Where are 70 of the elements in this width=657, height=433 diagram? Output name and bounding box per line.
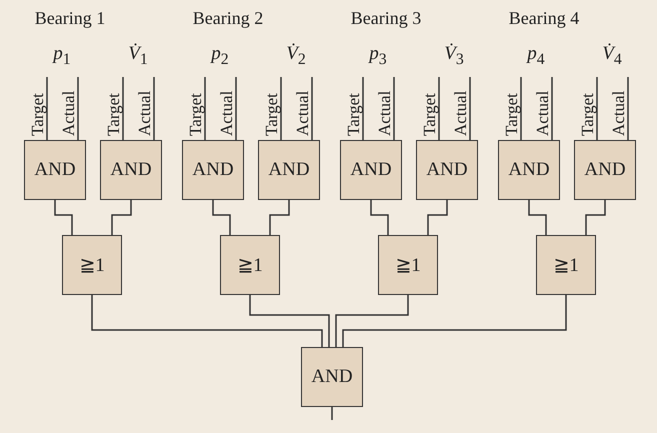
connector-line [520,77,522,140]
connector-line [627,77,629,140]
and-gate: AND [24,140,86,200]
and-gate: AND [100,140,162,200]
connector-line [331,407,333,420]
connector-line [335,295,409,347]
input-label: Actual [377,80,393,136]
connector-line [438,77,440,140]
connector-line [393,77,395,140]
signal-label: V̇$_{2}$ [286,43,306,69]
input-label: Actual [611,80,627,136]
signal-label: p$_{1}$ [53,43,71,69]
bearing-label: Bearing 3 [350,8,422,29]
bearing-label: Bearing 1 [34,8,106,29]
and-gate: AND [416,140,478,200]
input-label: Actual [61,80,77,136]
connector-line [596,77,598,140]
connector-line [91,295,323,347]
input-label: Target [580,80,596,136]
signal-label: V̇$_{3}$ [444,43,464,69]
connector-line [269,200,290,235]
connector-line [342,295,567,347]
bearing-label: Bearing 2 [192,8,264,29]
signal-label: p$_{2}$ [211,43,229,69]
connector-line [77,77,79,140]
connector-line [111,200,132,235]
input-label: Target [422,80,438,136]
connector-line [528,200,547,235]
connector-line [204,77,206,140]
signal-label: p$_{3}$ [369,43,387,69]
and-gate: AND [182,140,244,200]
connector-line [311,77,313,140]
input-label: Target [346,80,362,136]
bearing-label: Bearing 4 [508,8,580,29]
connector-line [370,200,389,235]
connector-line [46,77,48,140]
connector-line [551,77,553,140]
signal-label: V̇$_{1}$ [128,43,148,69]
connector-line [362,77,364,140]
signal-label: p$_{4}$ [527,43,545,69]
input-label: Target [106,80,122,136]
connector-line [122,77,124,140]
connector-line [427,200,448,235]
connector-line [153,77,155,140]
input-label: Target [264,80,280,136]
connector-line [235,77,237,140]
signal-label: V̇$_{4}$ [602,43,622,69]
or-gate: ≧1 [62,235,122,295]
connector-line [280,77,282,140]
input-label: Target [504,80,520,136]
input-label: Actual [137,80,153,136]
and-gate: AND [574,140,636,200]
input-label: Actual [453,80,469,136]
connector-line [585,200,606,235]
connector-line [469,77,471,140]
connector-line [54,200,73,235]
input-label: Target [188,80,204,136]
input-label: Actual [295,80,311,136]
or-gate: ≧1 [378,235,438,295]
and-gate: AND [340,140,402,200]
input-label: Actual [535,80,551,136]
or-gate: ≧1 [536,235,596,295]
connector-line [212,200,231,235]
and-gate: AND [498,140,560,200]
or-gate: ≧1 [220,235,280,295]
and-gate: AND [258,140,320,200]
input-label: Actual [219,80,235,136]
connector-line [249,295,330,347]
and-gate: AND [301,347,363,407]
input-label: Target [30,80,46,136]
